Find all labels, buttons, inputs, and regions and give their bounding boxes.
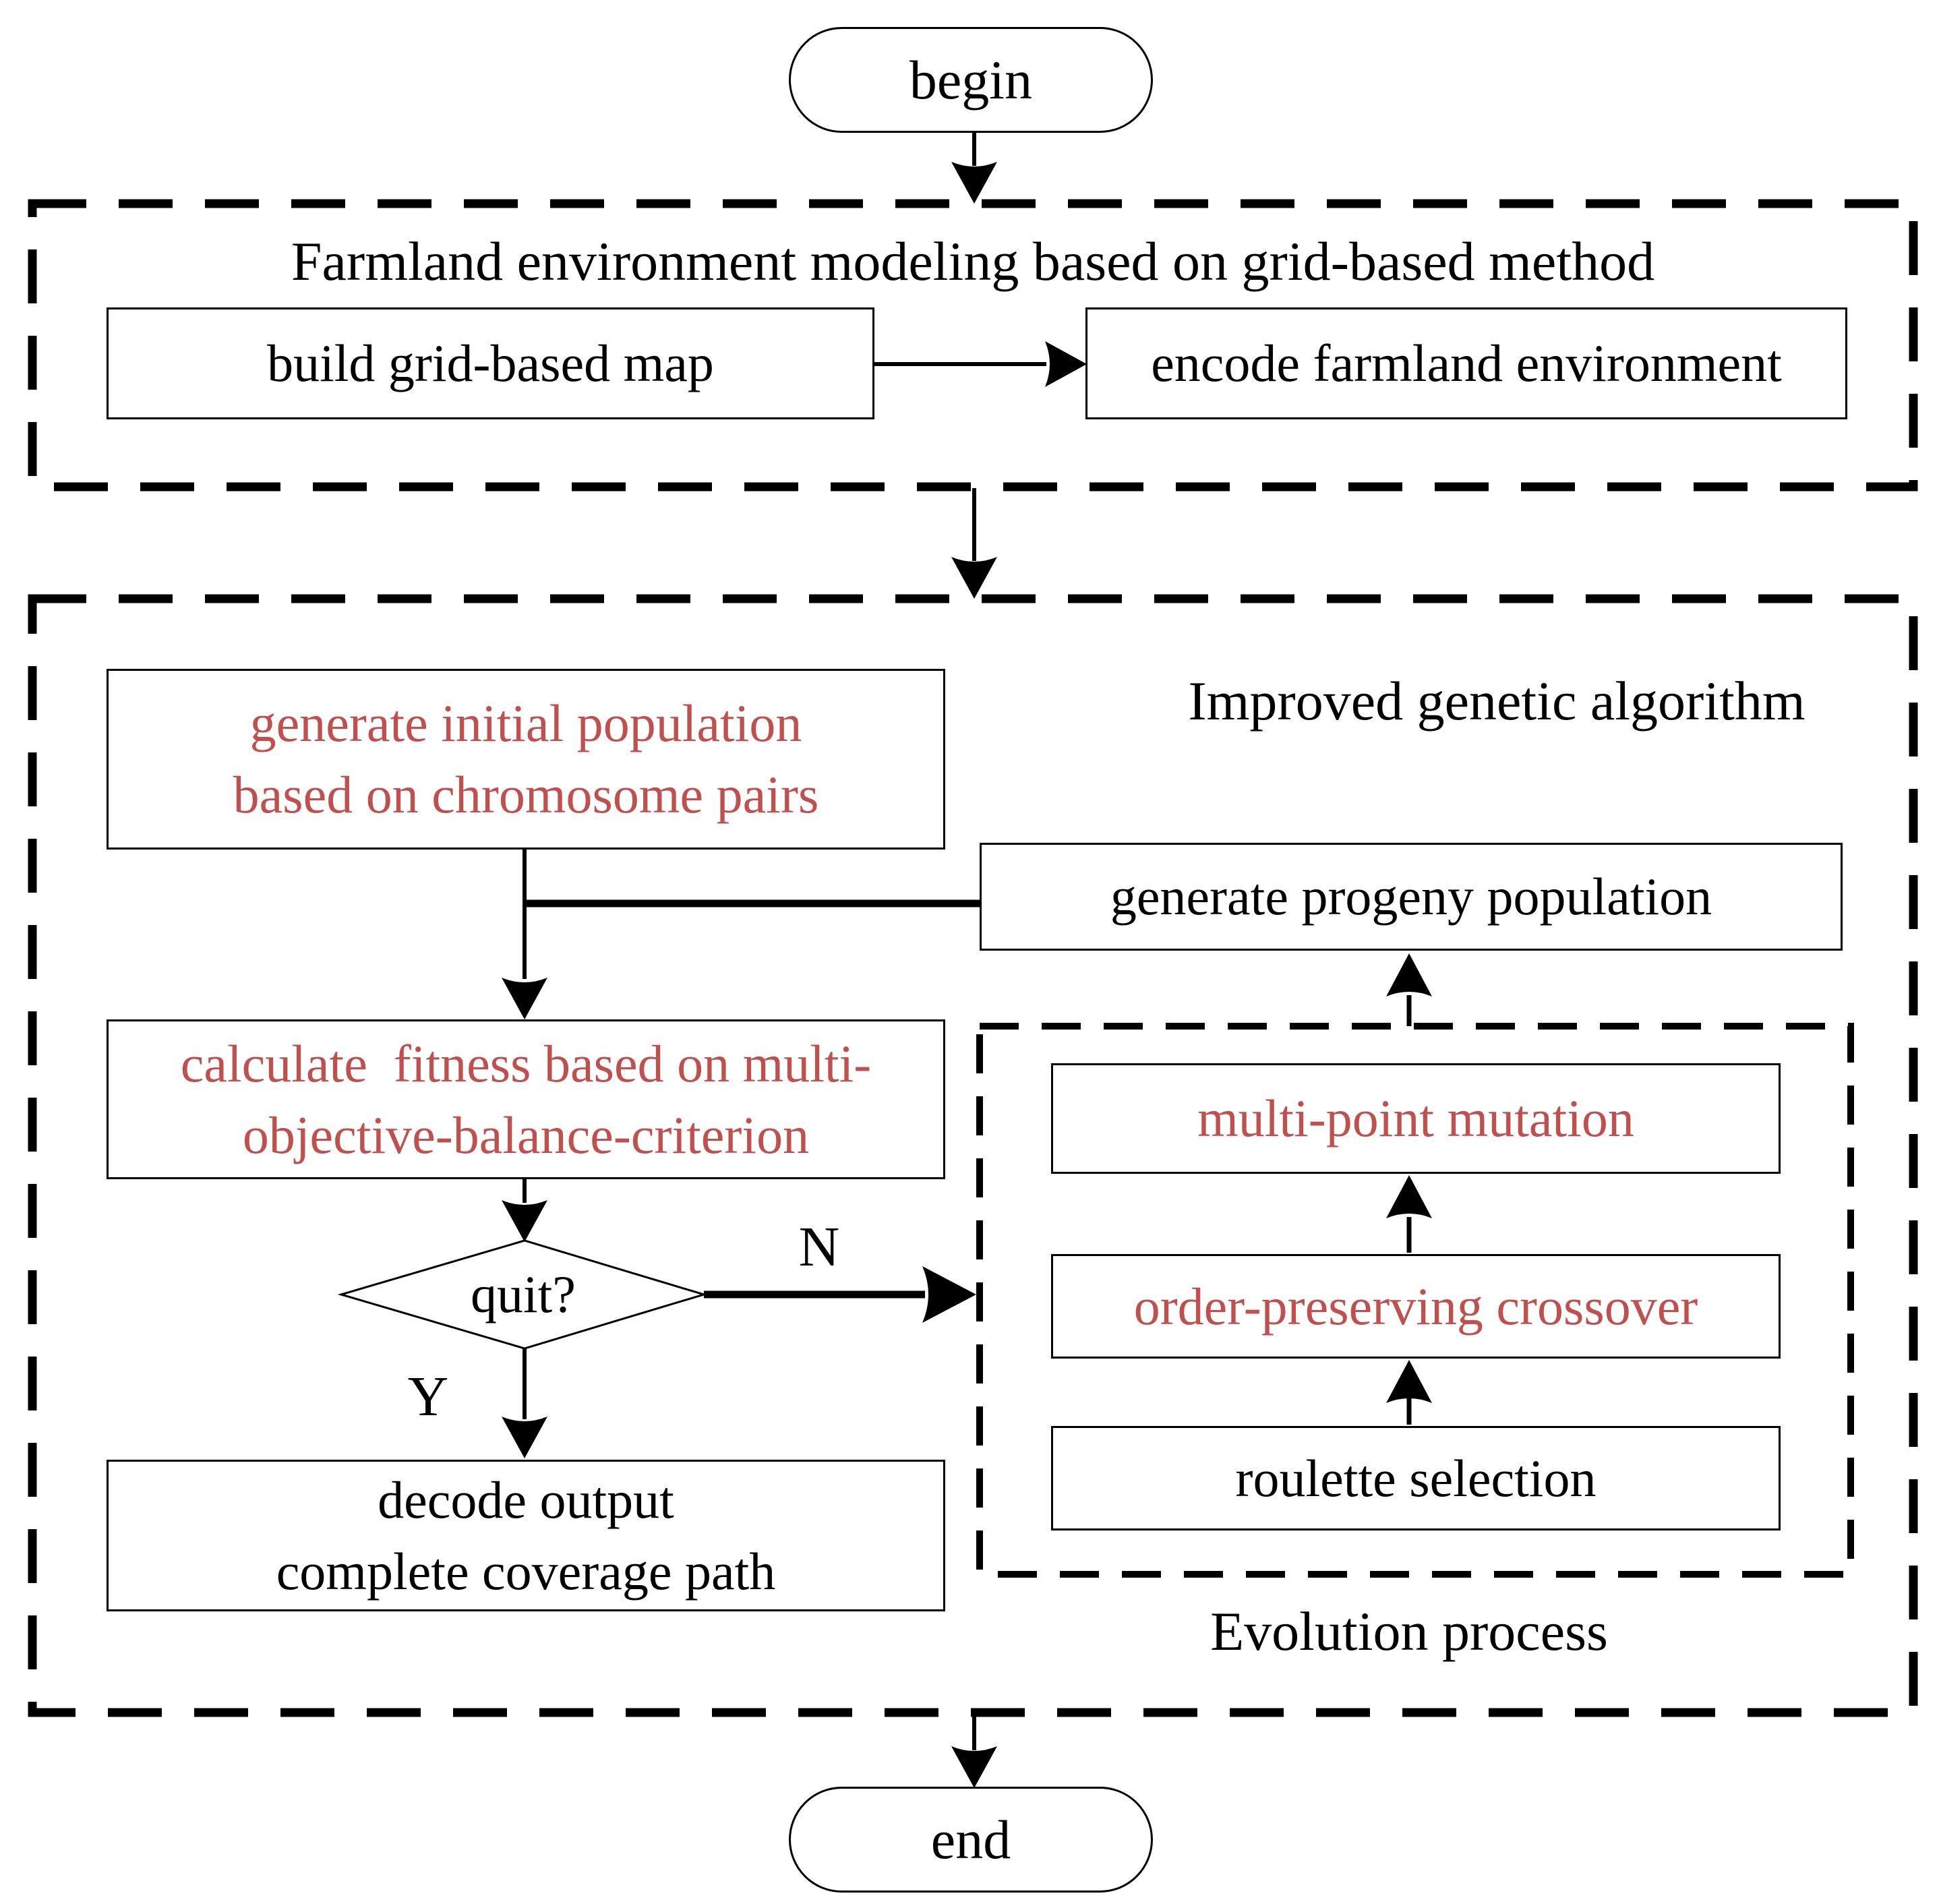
arrow-evolution-to-progeny xyxy=(1386,953,1432,1026)
quit-decision-label: quit? xyxy=(471,1265,576,1323)
generate-progeny-node: generate progeny population xyxy=(980,843,1843,951)
farmland-section-frame xyxy=(28,199,1918,492)
genetic-section-frame xyxy=(28,594,1918,1717)
yes-branch-label: Y xyxy=(407,1365,449,1428)
generate-initial-node: generate initial population based on chr… xyxy=(107,669,945,850)
arrow-begin-to-farmland xyxy=(951,133,997,204)
arrow-farmland-to-genetic xyxy=(951,488,997,599)
multi-point-mutation-node: multi-point mutation xyxy=(1051,1063,1781,1174)
arrow-initial-to-fitness xyxy=(502,850,547,1019)
arrow-build-to-encode xyxy=(874,341,1087,387)
calculate-fitness-node: calculate fitness based on multi- object… xyxy=(107,1019,945,1179)
begin-terminal: begin xyxy=(789,27,1153,133)
evolution-section-title: Evolution process xyxy=(1210,1601,1608,1662)
decode-output-node: decode output complete coverage path xyxy=(107,1460,945,1611)
order-preserving-crossover-node: order-preserving crossover xyxy=(1051,1254,1781,1359)
arrow-genetic-to-end xyxy=(951,1714,997,1788)
arrow-yes-branch xyxy=(502,1348,547,1458)
arrow-roulette-to-crossover xyxy=(1386,1360,1432,1425)
arrow-no-branch xyxy=(704,1266,976,1323)
genetic-section-title: Improved genetic algorithm xyxy=(1188,670,1806,732)
evolution-section-frame xyxy=(976,1023,1854,1578)
encode-env-node: encode farmland environment xyxy=(1085,307,1847,419)
end-terminal: end xyxy=(789,1787,1153,1893)
roulette-selection-node: roulette selection xyxy=(1051,1426,1781,1530)
farmland-section-title: Farmland environment modeling based on g… xyxy=(291,231,1655,292)
build-map-node: build grid-based map xyxy=(107,307,874,419)
no-branch-label: N xyxy=(798,1216,840,1278)
arrow-crossover-to-mutation xyxy=(1386,1175,1432,1253)
arrow-fitness-to-quit xyxy=(502,1179,547,1242)
